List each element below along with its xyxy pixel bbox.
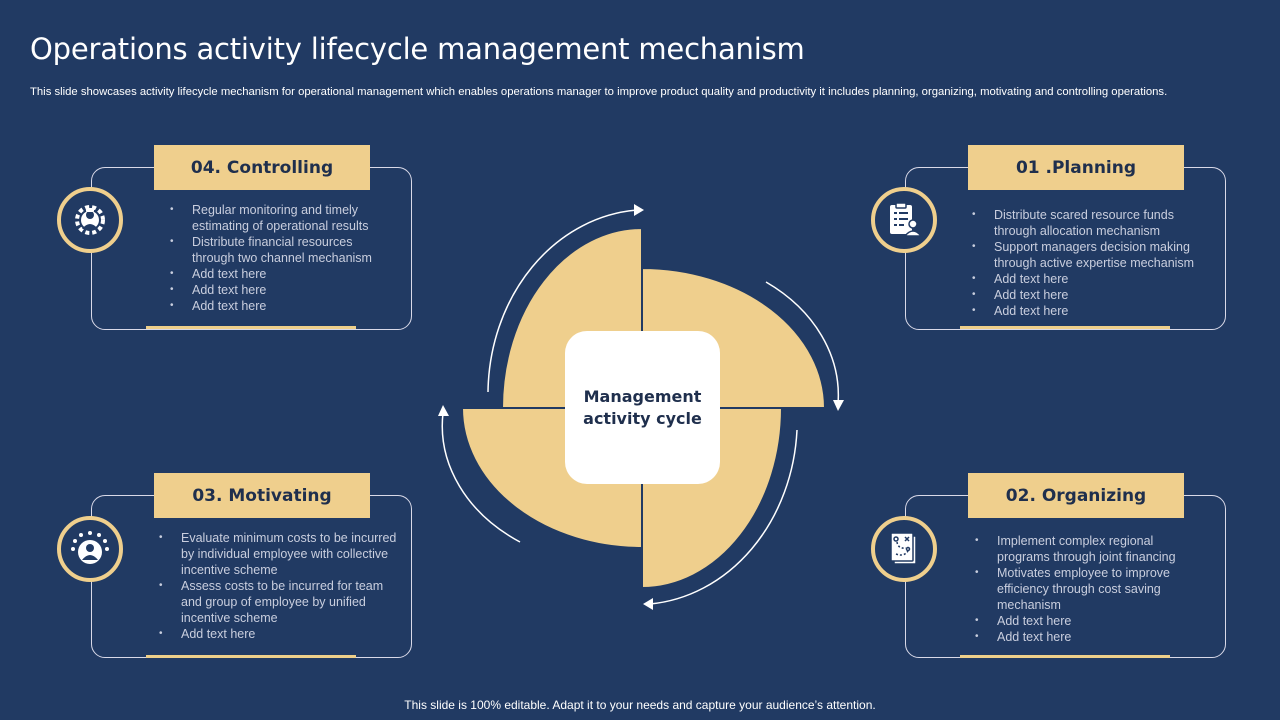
planning-icon-circle: [871, 187, 937, 253]
organizing-icon-circle: [871, 516, 937, 582]
list-item: Implement complex regional programs thro…: [967, 533, 1207, 565]
organizing-list: Implement complex regional programs thro…: [967, 533, 1207, 645]
controlling-list: Regular monitoring and timely estimating…: [162, 202, 397, 314]
motivating-label: 03. Motivating: [154, 473, 370, 518]
controlling-icon-circle: [57, 187, 123, 253]
arrow-head-right: [833, 400, 844, 411]
checklist-person-icon: [890, 202, 923, 237]
footer-note: This slide is 100% editable. Adapt it to…: [404, 698, 876, 712]
center-title-line2: activity cycle: [583, 408, 702, 428]
list-item: Add text here: [151, 626, 401, 642]
arrow-head-left: [438, 405, 449, 416]
center-title-line1: Management: [583, 386, 702, 406]
arrow-arc-right: [765, 281, 840, 405]
controlling-box-underline: [146, 326, 356, 329]
list-item: Add text here: [964, 271, 1214, 287]
planning-box-underline: [960, 326, 1170, 329]
arrow-arc-bottom: [649, 429, 798, 605]
person-gear-icon: [75, 205, 105, 235]
organizing-label: 02. Organizing: [968, 473, 1184, 518]
list-item: Add text here: [162, 282, 397, 298]
motivating-list: Evaluate minimum costs to be incurred by…: [151, 530, 401, 642]
arrow-arc-left: [441, 412, 521, 543]
list-item: Add text here: [967, 613, 1207, 629]
list-item: Assess costs to be incurred for team and…: [151, 578, 401, 626]
arrow-head-bottom: [643, 598, 653, 610]
organizing-box-underline: [960, 655, 1170, 658]
motivating-box-underline: [146, 655, 356, 658]
list-item: Evaluate minimum costs to be incurred by…: [151, 530, 401, 578]
list-item: Add text here: [162, 266, 397, 282]
list-item: Distribute financial resources through t…: [162, 234, 397, 266]
planning-list: Distribute scared resource funds through…: [964, 207, 1214, 319]
list-item: Regular monitoring and timely estimating…: [162, 202, 397, 234]
arrow-head-top: [634, 204, 644, 216]
list-item: Distribute scared resource funds through…: [964, 207, 1214, 239]
list-item: Support managers decision making through…: [964, 239, 1214, 271]
page-title: Operations activity lifecycle management…: [30, 32, 805, 66]
list-item: Add text here: [964, 287, 1214, 303]
star-person-icon: [71, 531, 109, 564]
controlling-label: 04. Controlling: [154, 145, 370, 190]
arrow-arc-top: [487, 209, 639, 393]
planning-label: 01 .Planning: [968, 145, 1184, 190]
list-item: Add text here: [964, 303, 1214, 319]
list-item: Add text here: [162, 298, 397, 314]
motivating-icon-circle: [57, 516, 123, 582]
list-item: Motivates employee to improve efficiency…: [967, 565, 1207, 613]
page-subtitle: This slide showcases activity lifecycle …: [30, 86, 1168, 98]
list-item: Add text here: [967, 629, 1207, 645]
center-card: Management activity cycle: [565, 331, 720, 484]
strategy-document-icon: [890, 532, 917, 565]
